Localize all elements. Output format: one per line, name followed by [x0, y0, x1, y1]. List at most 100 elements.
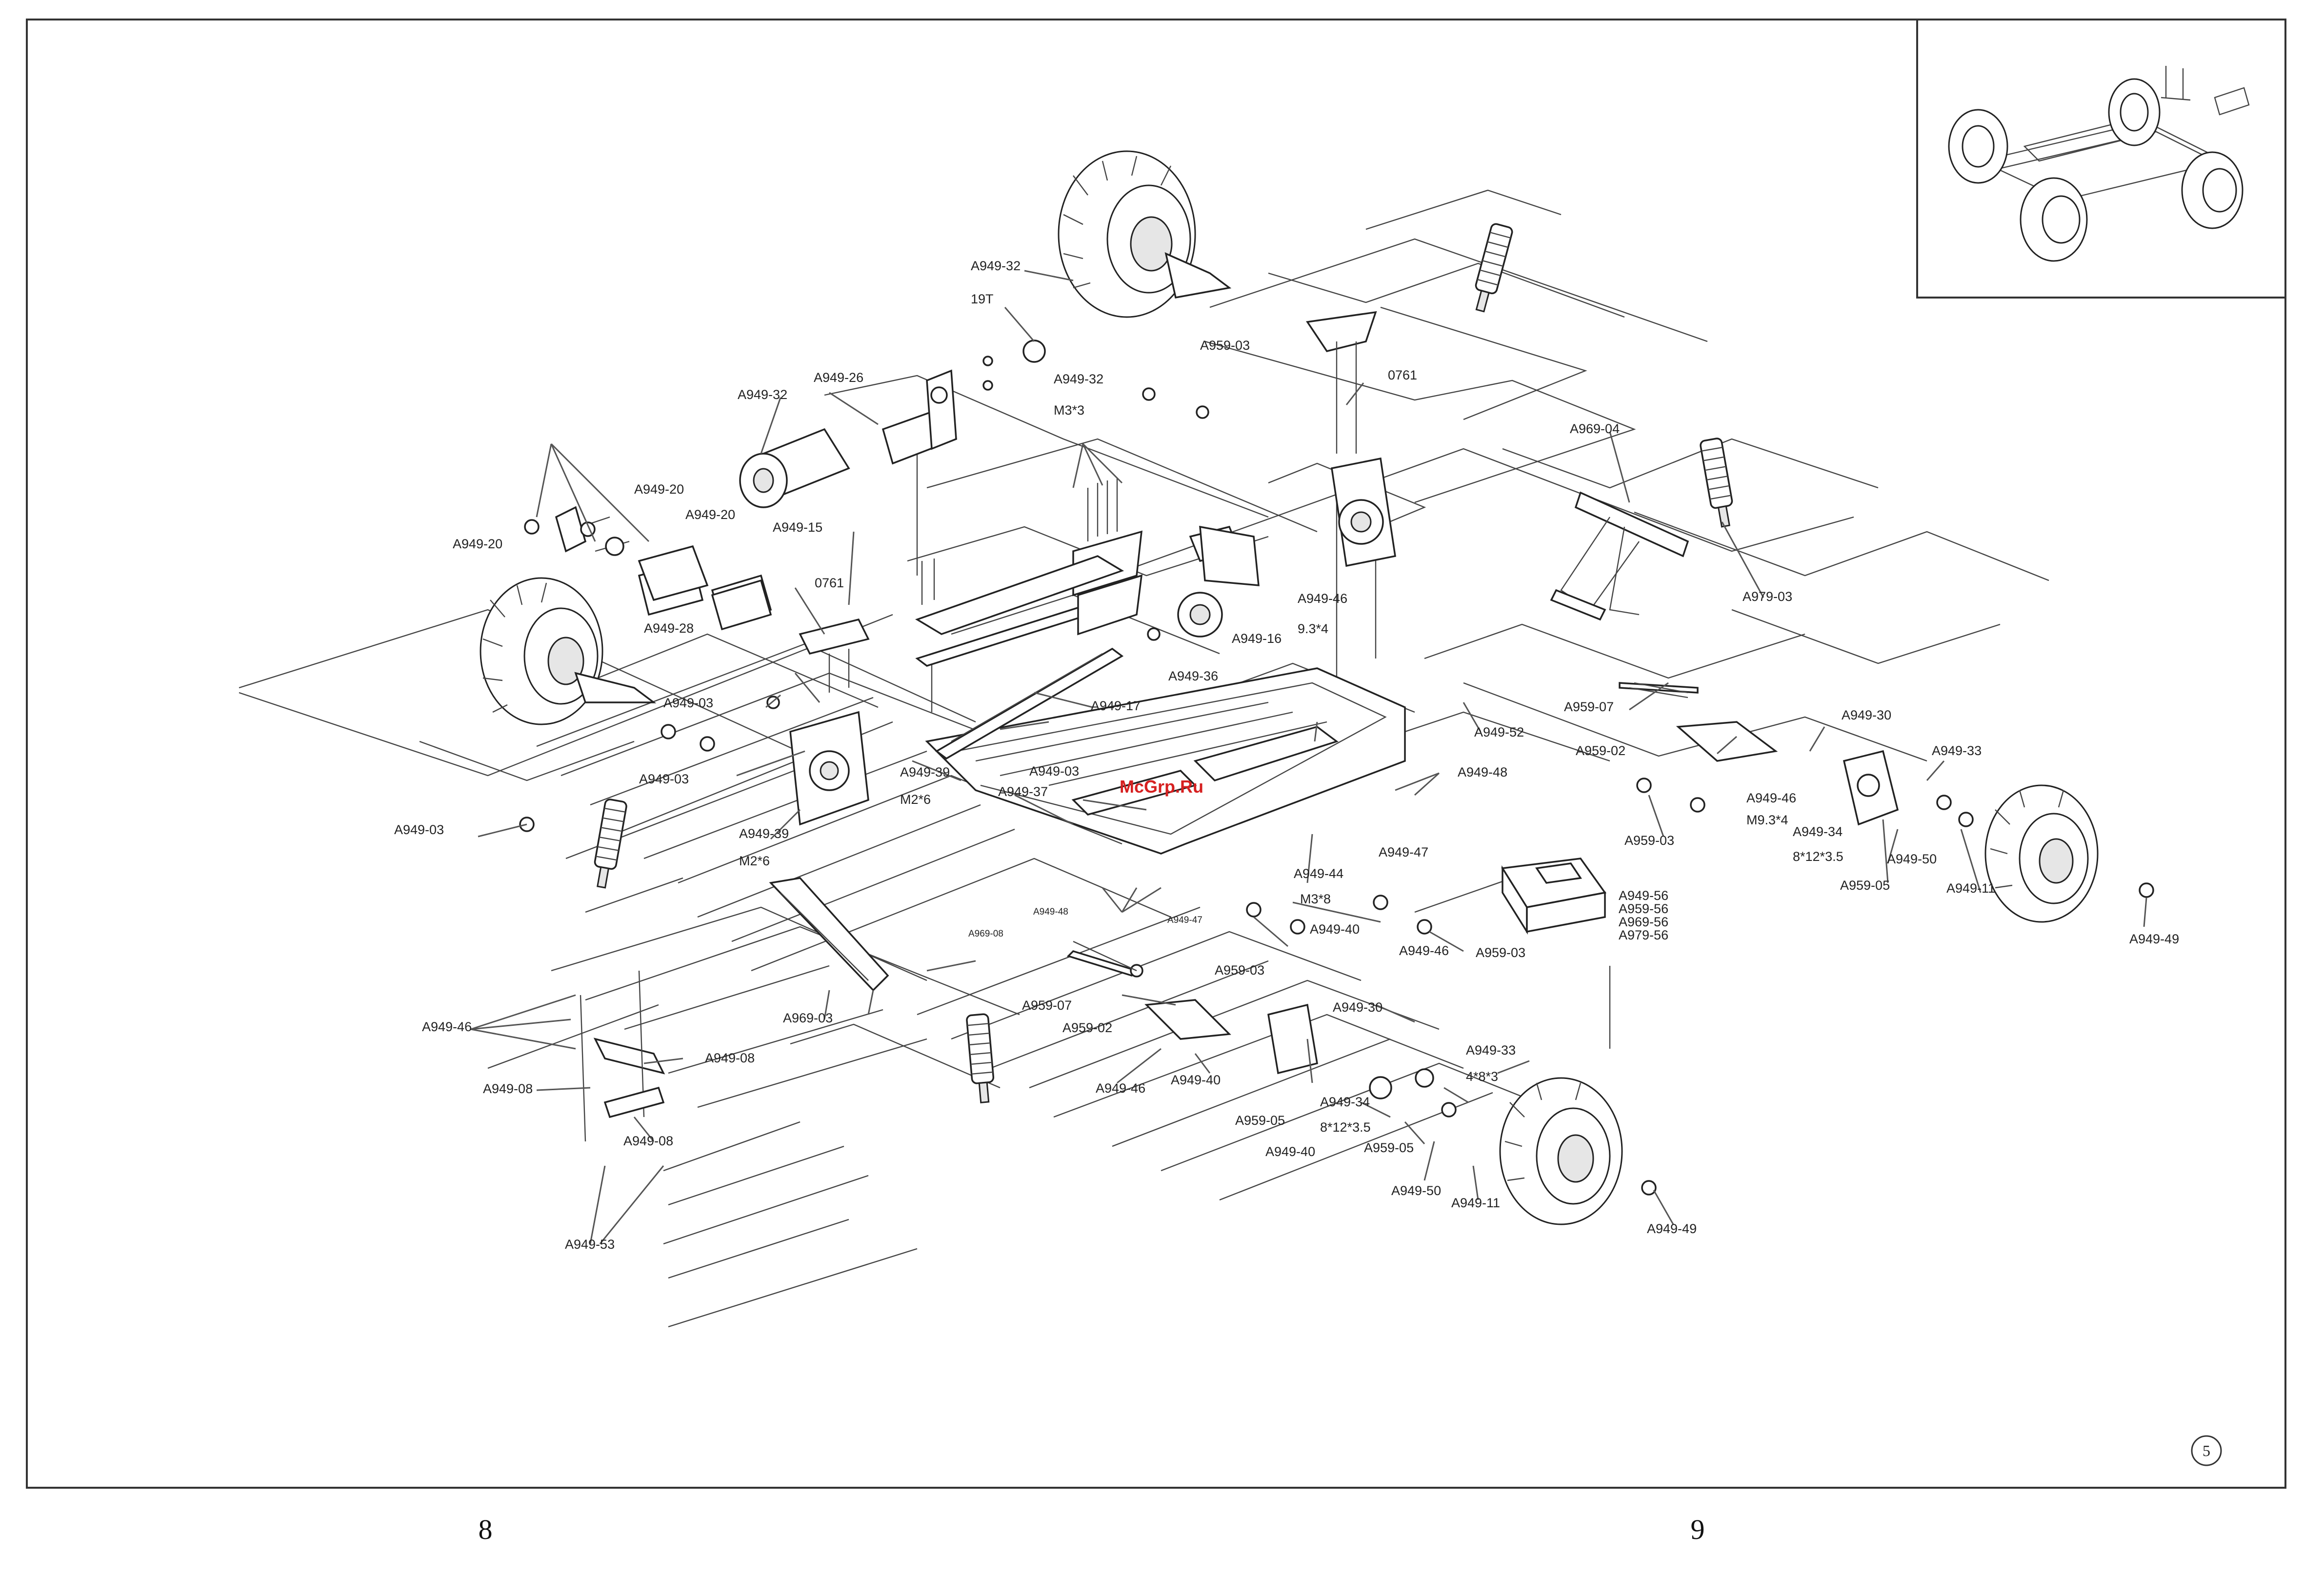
label-A949-20-a: A949-20: [634, 482, 684, 497]
label-A949-34-a: A949-34: [1793, 824, 1843, 839]
rear-right-tire: [1984, 784, 2099, 923]
label-A949-56: A949-56: [1619, 888, 1668, 903]
label-M9.3x4: M9.3*4: [1746, 813, 1788, 827]
label-A969-08: A969-08: [968, 929, 1003, 939]
label-A949-46-b: A949-46: [1746, 791, 1796, 805]
part-labels: A949-32 19T A949-32 A949-26 A949-32 A959…: [394, 259, 2179, 1252]
label-A949-48-a: A949-48: [1458, 765, 1507, 779]
rear-bumper: [1550, 491, 1689, 621]
label-M2x6-a: M2*6: [900, 792, 931, 807]
label-A949-03-a: A949-03: [663, 696, 713, 710]
label-A969-03: A969-03: [783, 1011, 833, 1025]
label-M3x8: M3*8: [1300, 892, 1331, 906]
sheet-number: 5: [2203, 1442, 2210, 1459]
label-A949-32-c: A949-32: [738, 387, 787, 402]
label-A959-05-c: A959-05: [1364, 1140, 1414, 1155]
battery-tray: [580, 516, 772, 631]
label-0761-b: 0761: [815, 576, 844, 590]
rear-differential-housing: [1306, 311, 1396, 567]
steering-hubs: [1267, 750, 1899, 1099]
label-A959-56: A959-56: [1619, 901, 1668, 916]
watermark: McGrp.Ru: [1120, 777, 1203, 797]
label-A959-02-a: A959-02: [1576, 743, 1625, 758]
label-A949-03-c: A949-03: [1029, 764, 1079, 779]
page-border: [26, 19, 2286, 1489]
label-A979-56: A979-56: [1619, 928, 1668, 942]
label-A949-48-b: A949-48: [1033, 907, 1068, 917]
label-A949-40-a: A949-40: [1310, 922, 1360, 937]
label-A949-40-b: A949-40: [1171, 1073, 1221, 1087]
label-A959-02-b: A959-02: [1062, 1020, 1112, 1035]
label-A949-46-a: A949-46: [1298, 591, 1347, 606]
label-A949-11-a: A949-11: [1946, 881, 1995, 896]
label-A949-37: A949-37: [998, 784, 1048, 799]
label-19T: 19T: [971, 292, 994, 306]
label-9.3x4: 9.3*4: [1298, 621, 1328, 636]
label-A949-20-c: A949-20: [453, 537, 502, 551]
label-A949-39-a: A949-39: [900, 765, 950, 779]
shock-absorbers: [594, 223, 1733, 1103]
label-A959-03-a: A959-03: [1200, 338, 1250, 353]
label-A949-50-a: A949-50: [1887, 852, 1937, 866]
assembled-car-preview: [1948, 66, 2250, 262]
label-A969-56: A969-56: [1619, 915, 1668, 929]
label-A949-47-a: A949-47: [1379, 845, 1428, 859]
label-A959-07-a: A959-07: [1564, 699, 1614, 714]
label-A949-32-b: A949-32: [1054, 372, 1103, 386]
label-A949-33-a: A949-33: [1932, 743, 1982, 758]
label-A949-20-b: A949-20: [685, 507, 735, 522]
label-A949-39-b: A949-39: [739, 826, 789, 841]
label-A949-17: A949-17: [1091, 699, 1141, 713]
label-A949-08-a: A949-08: [705, 1051, 755, 1065]
label-A949-11-b: A949-11: [1451, 1196, 1500, 1210]
label-A949-28: A949-28: [644, 621, 694, 636]
label-A949-50-b: A949-50: [1391, 1183, 1441, 1198]
label-A959-05-b: A959-05: [1235, 1113, 1285, 1128]
rear-bottom-tire: [1499, 1077, 1623, 1225]
label-M2x6-b: M2*6: [739, 854, 770, 868]
label-M3x3: M3*3: [1054, 403, 1084, 418]
label-A949-46-d: A949-46: [422, 1019, 472, 1034]
right-page-number: 9: [1691, 1514, 1705, 1545]
motor: [739, 339, 1046, 508]
front-top-tire: [1058, 150, 1232, 318]
left-page-number: 8: [479, 1514, 493, 1545]
label-A949-46-e: A949-46: [1096, 1081, 1145, 1096]
label-A949-49-b: A949-49: [1647, 1221, 1697, 1236]
label-A949-53: A949-53: [565, 1237, 615, 1252]
label-A949-15: A949-15: [773, 520, 822, 535]
label-A949-49-a: A949-49: [2129, 932, 2179, 946]
label-A959-05-a: A959-05: [1840, 878, 1890, 893]
chassis-plate: [925, 667, 1406, 855]
label-A949-44: A949-44: [1294, 866, 1343, 881]
label-A949-32-a: A949-32: [971, 259, 1021, 273]
label-A959-03-c: A959-03: [1476, 945, 1525, 960]
label-8x12x3.5-a: 8*12*3.5: [1793, 849, 1843, 864]
label-8x12x3.5-b: 8*12*3.5: [1320, 1120, 1371, 1135]
sheet-number-circle: [2191, 1435, 2222, 1466]
label-A949-40-c: A949-40: [1265, 1144, 1315, 1159]
inset-box: [1916, 19, 2286, 299]
label-A959-07-b: A959-07: [1022, 998, 1072, 1013]
leader-lines: [470, 270, 2147, 1244]
esc-receiver-box: [1501, 858, 1607, 935]
label-A949-36: A949-36: [1168, 669, 1218, 683]
label-0761-a: 0761: [1388, 368, 1417, 382]
label-A949-30-b: A949-30: [1333, 1000, 1382, 1015]
label-A949-33-b: A949-33: [1466, 1043, 1516, 1058]
label-A949-16: A949-16: [1232, 631, 1282, 646]
label-A949-08-b: A949-08: [483, 1081, 533, 1096]
servo-linkage: [580, 970, 665, 1142]
front-left-tire: [480, 577, 657, 725]
label-A969-04: A969-04: [1570, 421, 1620, 436]
label-A949-30-a: A949-30: [1842, 708, 1891, 722]
label-A949-26: A949-26: [814, 370, 863, 385]
label-A949-46-c: A949-46: [1399, 943, 1449, 958]
label-A949-08-c: A949-08: [623, 1134, 673, 1148]
label-A949-03-d: A949-03: [394, 822, 444, 837]
label-A959-03-b: A959-03: [1624, 833, 1674, 848]
label-4x8x3: 4*8*3: [1466, 1069, 1498, 1084]
center-gearbox: [915, 525, 1260, 641]
label-A949-34-b: A949-34: [1320, 1095, 1370, 1109]
